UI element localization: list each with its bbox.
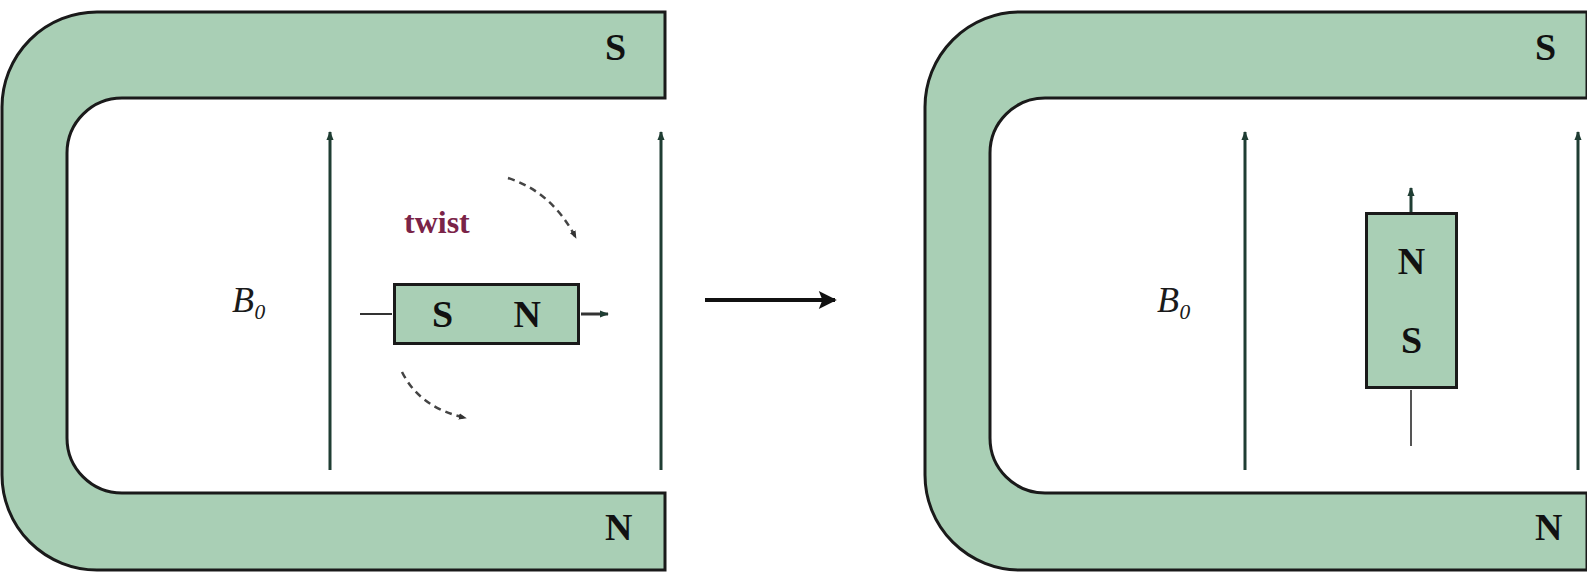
pole-label: S [1535, 28, 1556, 66]
field-line [1577, 132, 1580, 470]
horseshoe-magnet: SN [925, 12, 1587, 570]
pole-label: S [1401, 321, 1422, 359]
twist-arc [402, 372, 466, 418]
field-line [329, 132, 332, 470]
moment-arrow [581, 313, 608, 316]
moment-line [1410, 390, 1412, 446]
bar-magnet: NS [1365, 212, 1458, 389]
field-line [1244, 132, 1247, 470]
field-label: B₀ [1157, 282, 1192, 318]
twist-arc [508, 178, 576, 238]
field-label: B₀ [232, 282, 267, 318]
bar-magnet: SN [393, 283, 580, 345]
pole-label: N [1535, 508, 1562, 546]
horseshoe-outline [2, 12, 665, 570]
field-line [660, 132, 663, 470]
pole-label: N [605, 508, 632, 546]
moment-arrow [1410, 188, 1413, 212]
horseshoe-outline [925, 12, 1587, 570]
pole-label: S [432, 295, 453, 333]
transition-arrow [705, 298, 835, 302]
pole-label: N [1398, 242, 1425, 280]
pole-label: N [513, 295, 540, 333]
horseshoe-shape [925, 12, 1587, 570]
moment-line [360, 313, 392, 315]
twist-label: twist [404, 206, 470, 238]
pole-label: S [605, 28, 626, 66]
